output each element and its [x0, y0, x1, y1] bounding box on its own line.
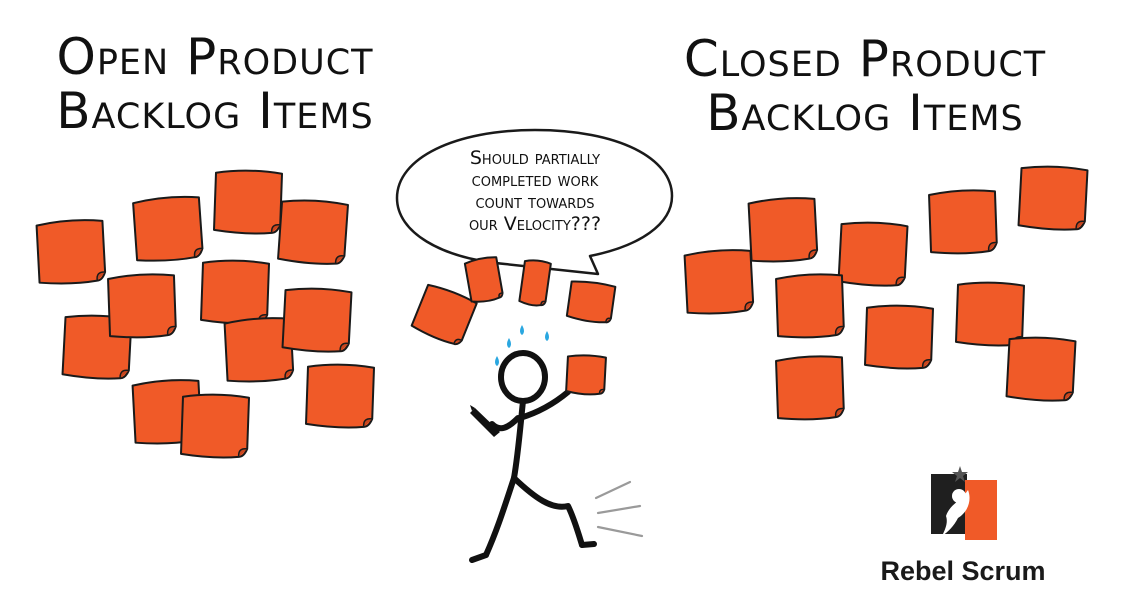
pen-icon: [470, 405, 500, 437]
sticky-note: [564, 354, 608, 396]
sticky-note-shape: [180, 393, 251, 459]
speech-line-3: count towards: [475, 191, 595, 213]
open-heading-line2: Backlog Items: [56, 82, 374, 140]
open-heading-line1: Open Product: [56, 28, 374, 86]
sticky-note: [682, 248, 755, 316]
sticky-note: [131, 195, 205, 264]
sticky-note: [304, 363, 376, 429]
sticky-note: [1004, 335, 1077, 403]
sticky-note: [212, 169, 284, 235]
rebel-scrum-logo-icon: [931, 466, 997, 540]
motion-lines-icon: [594, 480, 644, 538]
sticky-note: [276, 198, 350, 267]
sticky-note-shape: [837, 221, 909, 287]
sticky-note-shape: [775, 355, 845, 421]
sticky-note: [409, 281, 480, 348]
sticky-note-shape: [683, 249, 755, 315]
sticky-note-shape: [463, 256, 504, 303]
sticky-note-shape: [565, 354, 607, 396]
closed-heading-line2: Backlog Items: [706, 84, 1024, 142]
sticky-note: [927, 189, 999, 255]
sticky-note: [222, 316, 295, 384]
sticky-note-shape: [928, 189, 998, 255]
sticky-note: [774, 273, 846, 339]
sticky-note: [1016, 164, 1089, 232]
closed-backlog-heading: Closed Product Backlog Items: [660, 32, 1070, 140]
logo-wordmark: Rebel Scrum: [880, 556, 1046, 586]
sticky-note-shape: [747, 197, 819, 263]
rebel-scrum-logo: Rebel Scrum: [858, 456, 1068, 586]
speech-line-1: Should partially: [469, 147, 601, 169]
sticky-note: [179, 393, 251, 459]
sticky-note-shape: [565, 280, 617, 324]
sticky-note-shape: [200, 259, 271, 325]
sticky-note-shape: [35, 219, 107, 285]
sticky-note-shape: [864, 304, 935, 370]
speech-line-2: completed work: [471, 169, 599, 191]
sticky-note-shape: [223, 317, 295, 383]
sticky-note-shape: [132, 195, 204, 262]
speech-line-4: our Velocity???: [468, 213, 602, 235]
sticky-note: [462, 255, 505, 305]
sticky-note: [774, 355, 846, 421]
sticky-note: [564, 279, 617, 325]
sticky-note: [836, 220, 909, 288]
closed-heading-line1: Closed Product: [683, 30, 1047, 88]
sticky-note-shape: [410, 283, 478, 346]
sticky-note-shape: [775, 273, 845, 339]
sticky-note-shape: [305, 363, 376, 429]
sticky-note: [863, 304, 935, 370]
sticky-note-shape: [1017, 165, 1089, 231]
sticky-note-shape: [277, 199, 349, 265]
speech-bubble: [395, 128, 674, 276]
open-backlog-heading: Open Product Backlog Items: [10, 30, 420, 138]
sticky-note-shape: [107, 273, 177, 339]
sticky-note: [199, 259, 271, 325]
sticky-note-shape: [281, 287, 353, 353]
sticky-note-shape: [213, 169, 284, 235]
sticky-note: [517, 258, 553, 308]
sticky-note-shape: [518, 259, 552, 307]
sticky-note: [34, 218, 107, 286]
speech-bubble-text: Should partially completed work count to…: [425, 147, 645, 235]
sticky-note: [746, 196, 819, 264]
sticky-note: [280, 286, 353, 354]
sticky-note-shape: [1005, 336, 1077, 402]
stick-figure-icon: [469, 350, 597, 563]
sticky-note: [106, 273, 178, 339]
